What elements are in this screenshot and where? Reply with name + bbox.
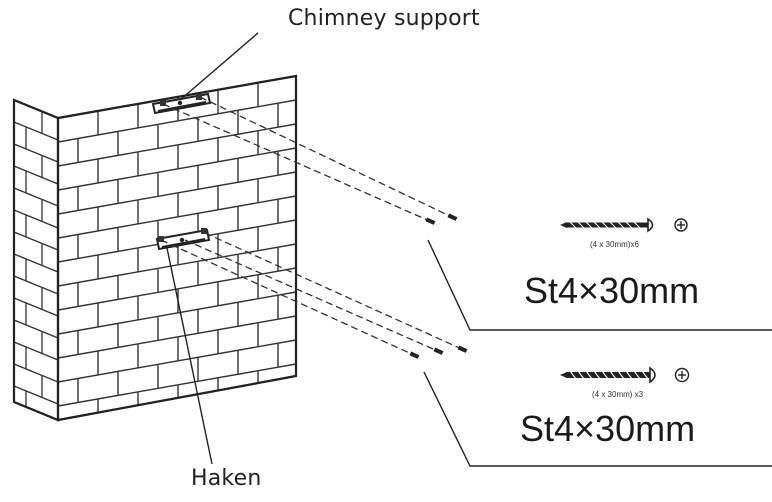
wall-side-face [13, 98, 59, 422]
fastener-quantity-upper: (4 x 30mm)x6 [590, 240, 639, 249]
fastener-spec-lower: St4×30mm [520, 408, 696, 449]
alignment-lines-upper [162, 96, 455, 223]
screw-icon-lower [560, 366, 690, 384]
chimney-support-bracket [151, 92, 212, 115]
hook-label: Haken [191, 466, 262, 491]
screw-icon-upper [560, 217, 688, 233]
wall-front-face [57, 74, 297, 422]
alignment-lines-lower [160, 232, 465, 357]
fastener-quantity-lower: (4 x 30mm) x3 [592, 390, 644, 399]
leader-lines [423, 239, 772, 467]
chimney-support-label: Chimney support [288, 6, 480, 31]
screw-tips [409, 213, 468, 359]
brick-wall [12, 74, 298, 422]
hook-bracket [155, 228, 211, 251]
fastener-spec-upper: St4×30mm [524, 270, 700, 311]
callout-leaders [166, 32, 259, 465]
